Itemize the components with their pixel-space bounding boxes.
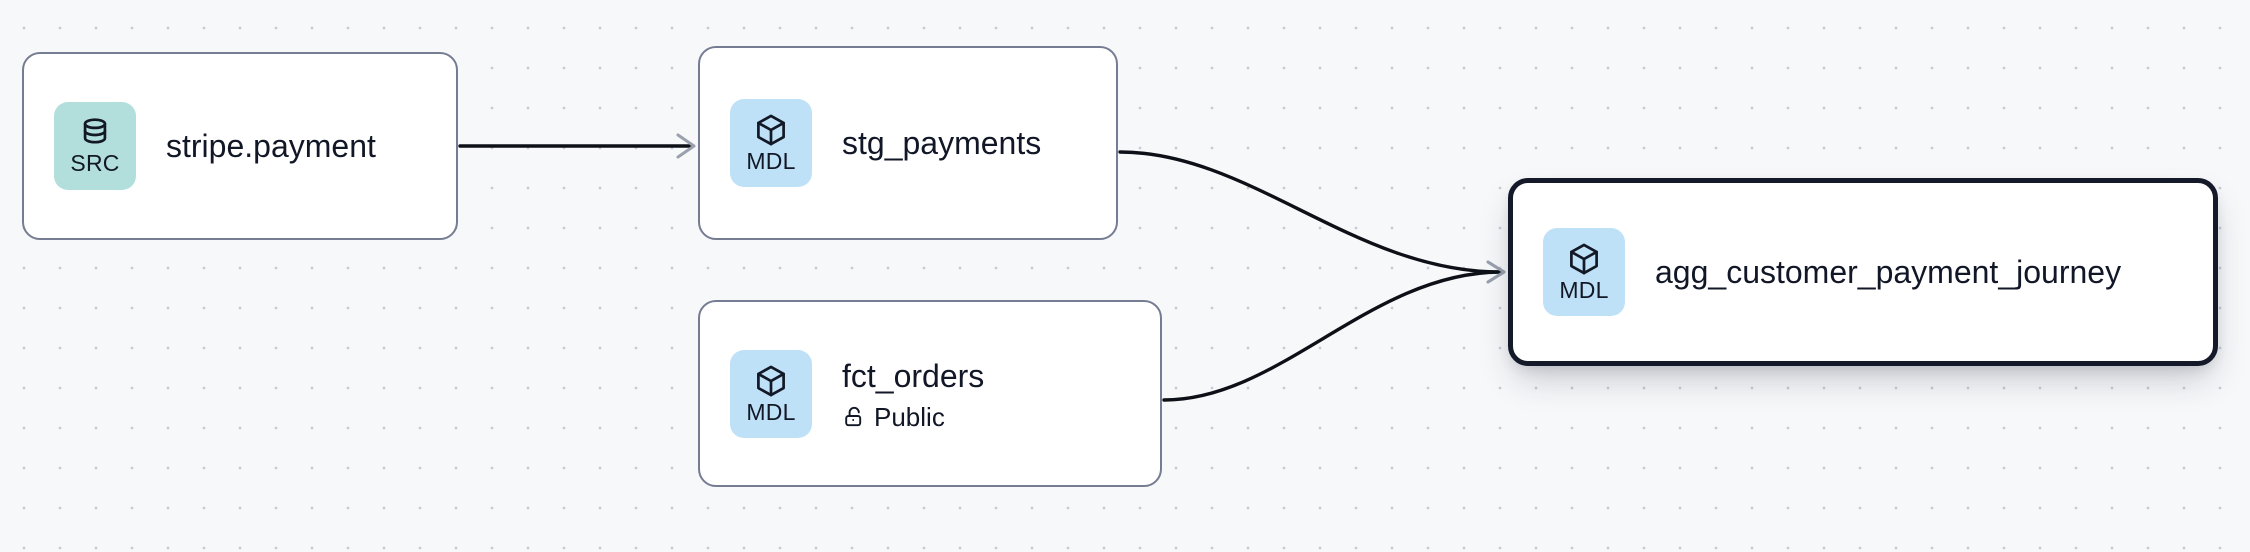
node-visibility-label: Public (874, 401, 945, 432)
node-type-label: MDL (1559, 277, 1609, 303)
node-title: stg_payments (842, 125, 1042, 161)
node-text-block: fct_orders Public (842, 356, 984, 432)
edge-line (1118, 150, 1502, 274)
node-type-badge: SRC (54, 102, 136, 190)
database-icon (78, 116, 112, 150)
node-text-block: stripe.payment (166, 126, 376, 166)
node-title: agg_customer_payment_journey (1655, 254, 2122, 290)
cube-icon (753, 112, 789, 148)
lineage-node-agg-customer-payment-journey[interactable]: MDL agg_customer_payment_journey (1508, 178, 2218, 366)
node-visibility-row: Public (842, 402, 984, 432)
edge-arrowhead-icon (1486, 260, 1506, 284)
node-type-label: MDL (746, 148, 796, 174)
lineage-node-fct-orders[interactable]: MDL fct_orders Public (698, 300, 1162, 487)
node-type-badge: MDL (730, 99, 812, 187)
unlock-icon (842, 405, 866, 429)
edge-line (1162, 270, 1502, 402)
lineage-edge[interactable] (1118, 150, 1506, 284)
node-type-badge: MDL (1543, 228, 1625, 316)
lineage-edge[interactable] (458, 133, 696, 159)
lineage-edge[interactable] (1162, 260, 1506, 402)
node-text-block: agg_customer_payment_journey (1655, 252, 2121, 292)
cube-icon (1566, 241, 1602, 277)
node-text-block: stg_payments (842, 123, 1041, 163)
node-type-label: SRC (70, 150, 120, 176)
lineage-node-stg-payments[interactable]: MDL stg_payments (698, 46, 1118, 240)
node-type-label: MDL (746, 398, 796, 425)
lineage-node-stripe-payment[interactable]: SRC stripe.payment (22, 52, 458, 240)
edge-arrowhead-icon (676, 133, 696, 159)
cube-icon (753, 363, 789, 399)
node-type-badge: MDL (730, 349, 812, 438)
node-title: stripe.payment (166, 128, 376, 164)
edge-arrowhead-icon (1486, 260, 1506, 284)
node-title: fct_orders (842, 357, 985, 394)
